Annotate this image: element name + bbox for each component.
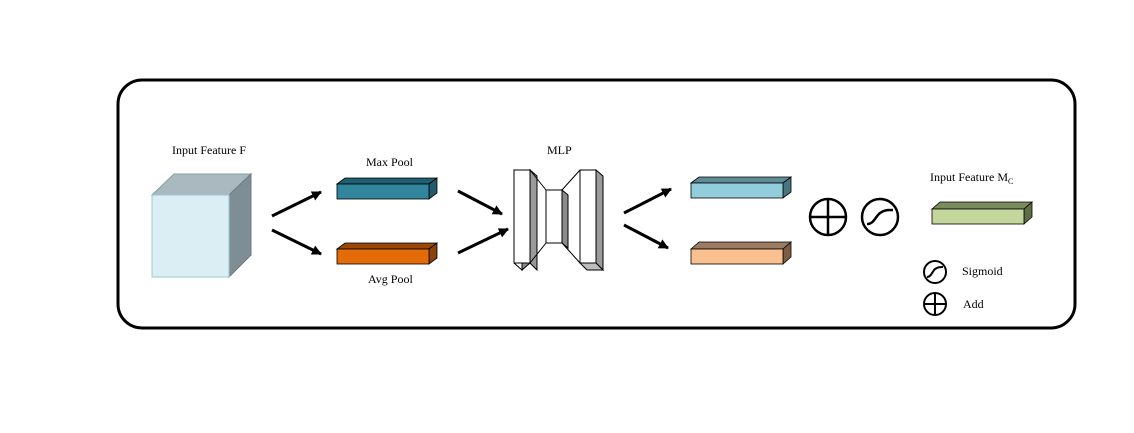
input-feature-cube — [150, 172, 253, 279]
arrow-mlp-to-top — [623, 187, 672, 215]
sigmoid-operator-icon — [860, 197, 900, 237]
output-feature-label-subscript: C — [1007, 177, 1014, 186]
legend-add-icon — [923, 292, 947, 316]
output-feature-label-main: Input Feature M — [930, 170, 1008, 184]
output-feature-label: Input Feature MC — [930, 170, 1013, 189]
legend-add-label: Add — [963, 297, 984, 311]
legend-sigmoid-label: Sigmoid — [962, 264, 1003, 278]
max-pool-label: Max Pool — [366, 155, 414, 169]
arrow-to-max-pool — [271, 190, 322, 218]
add-operator-icon — [808, 197, 848, 237]
arrow-to-avg-pool — [271, 228, 322, 256]
output-feature-bar — [930, 201, 1034, 225]
mlp-output-bar-bottom — [689, 241, 793, 265]
max-pool-bar — [335, 177, 439, 200]
arrow-avg-to-mlp — [457, 227, 509, 255]
mlp-block — [513, 168, 605, 272]
input-feature-label: Input Feature F — [172, 143, 246, 157]
diagram-frame — [116, 78, 1077, 330]
mlp-label: MLP — [547, 143, 572, 157]
avg-pool-bar — [335, 242, 439, 265]
arrow-max-to-mlp — [457, 189, 503, 216]
mlp-output-bar-top — [689, 176, 793, 199]
arrow-mlp-to-bottom — [623, 223, 669, 250]
legend-sigmoid-icon — [923, 260, 947, 284]
avg-pool-label: Avg Pool — [368, 272, 413, 286]
